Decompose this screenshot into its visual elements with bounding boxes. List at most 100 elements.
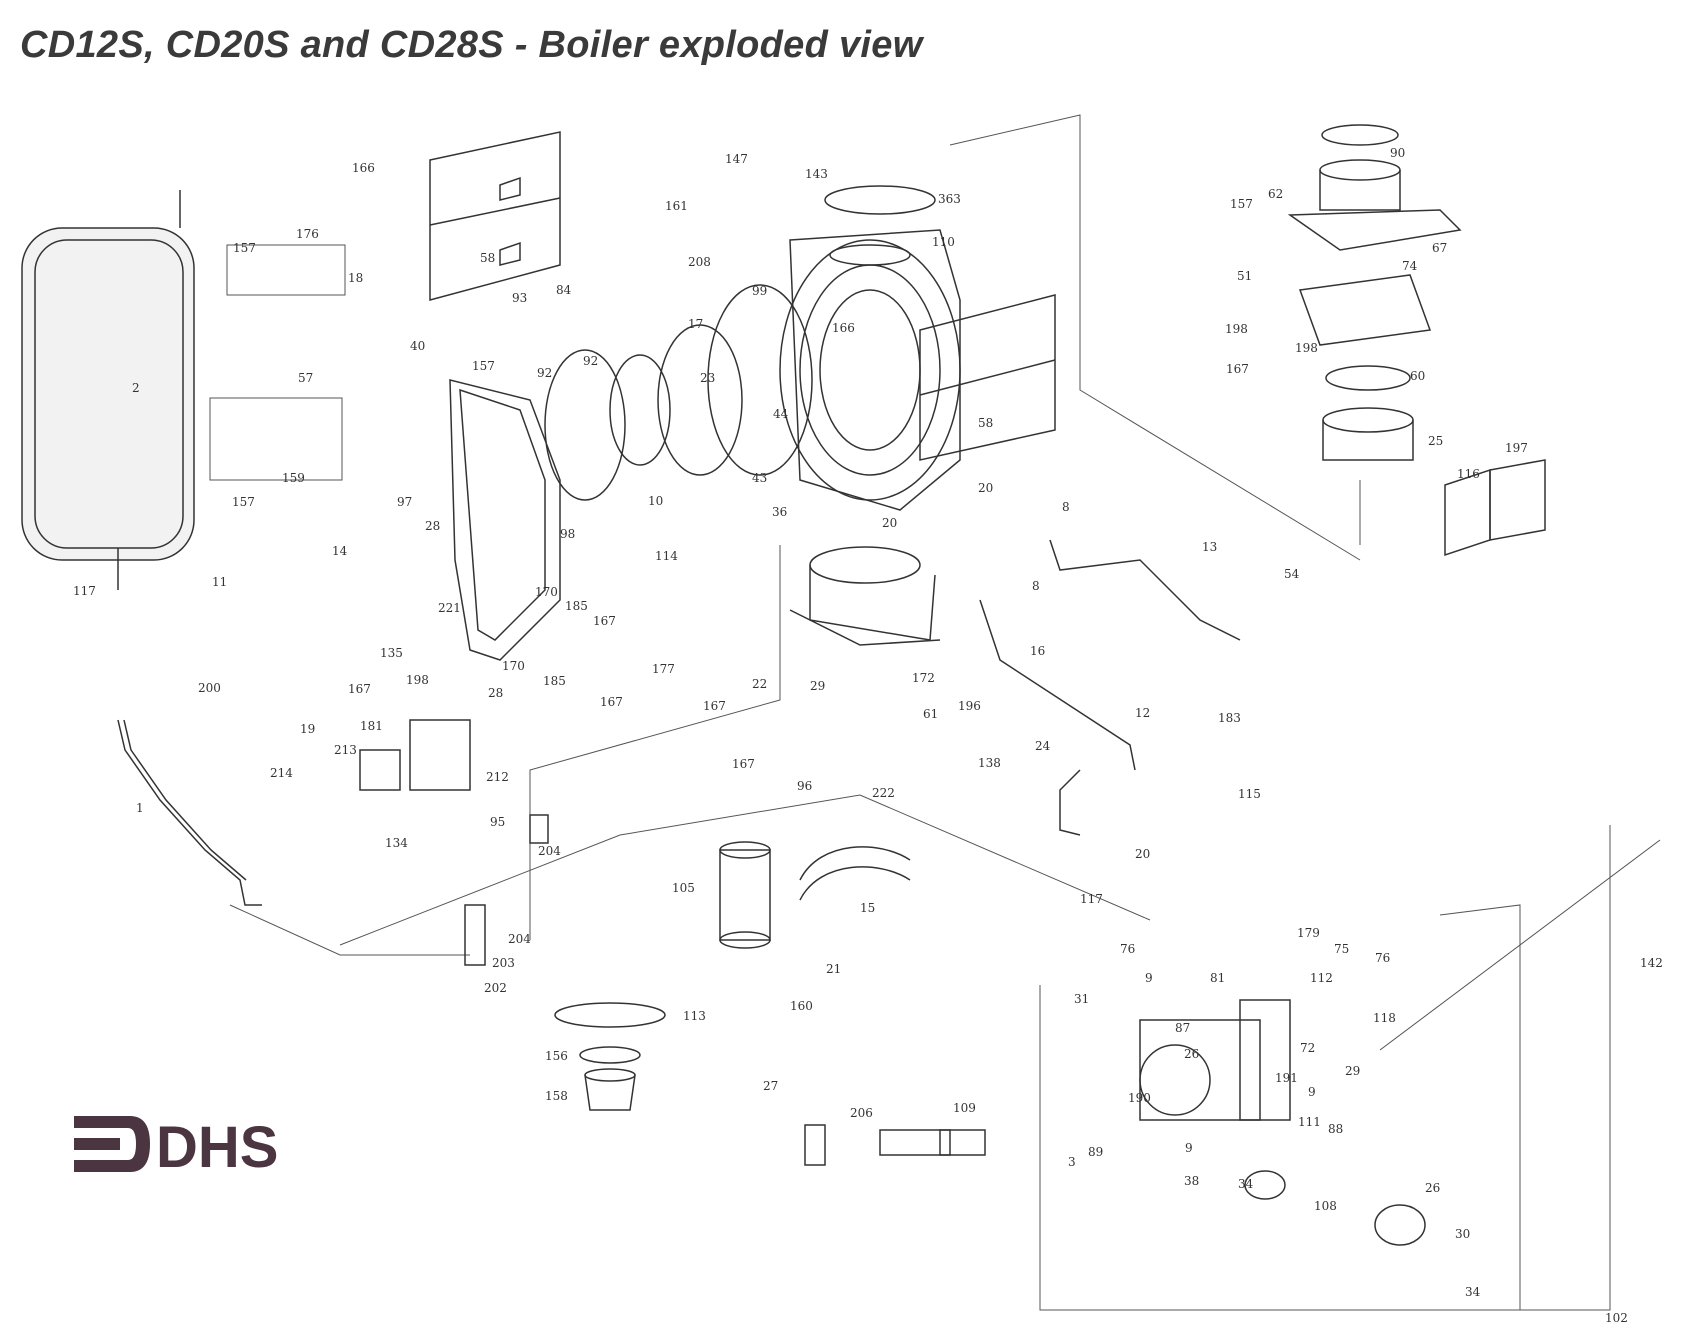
- part-callout: 36: [772, 505, 787, 519]
- part-callout: 198: [1295, 341, 1318, 355]
- part-callout: 81: [1210, 971, 1225, 985]
- part-callout: 25: [1428, 434, 1443, 448]
- part-callout: 147: [725, 152, 748, 166]
- part-callout: 26: [1425, 1181, 1440, 1195]
- part-callout: 200: [198, 681, 221, 695]
- part-callout: 92: [583, 354, 598, 368]
- part-callout: 20: [978, 481, 993, 495]
- expansion-vessel: [21, 190, 195, 590]
- part-callout: 158: [545, 1089, 568, 1103]
- part-callout: 75: [1334, 942, 1349, 956]
- part-callout: 19: [300, 722, 315, 736]
- part-callout: 17: [688, 317, 703, 331]
- part-callout: 179: [1297, 926, 1320, 940]
- part-callout: 9: [1308, 1085, 1316, 1099]
- part-callout: 185: [565, 599, 588, 613]
- part-callout: 138: [978, 756, 1001, 770]
- part-callout: 30: [1455, 1227, 1470, 1241]
- part-callout: 134: [385, 836, 408, 850]
- part-callout: 28: [425, 519, 440, 533]
- part-callout: 84: [556, 283, 572, 297]
- part-callout: 213: [334, 743, 357, 757]
- part-callout: 170: [535, 585, 558, 599]
- part-callout: 24: [1035, 739, 1051, 753]
- part-callout: 15: [860, 901, 875, 915]
- part-callout: 16: [1030, 644, 1045, 658]
- part-callout: 198: [1225, 322, 1248, 336]
- part-callout: 167: [1226, 362, 1249, 376]
- part-callout: 87: [1175, 1021, 1190, 1035]
- part-callout: 58: [978, 416, 993, 430]
- part-callout: 34: [1238, 1177, 1254, 1191]
- part-callout: 159: [282, 471, 305, 485]
- part-callout: 97: [397, 495, 412, 509]
- part-callout: 23: [700, 371, 715, 385]
- part-callout: 208: [688, 255, 711, 269]
- part-callout: 20: [882, 516, 897, 530]
- part-callout: 185: [543, 674, 566, 688]
- part-callout: 9: [1185, 1141, 1193, 1155]
- part-callout: 31: [1074, 992, 1089, 1006]
- part-callout: 76: [1120, 942, 1135, 956]
- part-callout: 167: [600, 695, 623, 709]
- part-callout: 181: [360, 719, 383, 733]
- part-callout: 89: [1088, 1145, 1103, 1159]
- part-callout: 161: [665, 199, 688, 213]
- part-callout: 11: [212, 575, 227, 589]
- part-callout: 160: [790, 999, 813, 1013]
- part-callout: 172: [912, 671, 935, 685]
- part-callout: 170: [502, 659, 525, 673]
- part-callout: 18: [348, 271, 363, 285]
- part-callout: 1: [136, 801, 144, 815]
- part-callout: 157: [232, 495, 255, 509]
- part-callout: 2: [132, 381, 140, 395]
- part-callout: 92: [537, 366, 552, 380]
- part-callout: 204: [538, 844, 561, 858]
- flue-adaptor: [1287, 124, 1462, 461]
- gasket-ring: [707, 284, 813, 476]
- part-callout: 72: [1300, 1041, 1315, 1055]
- part-callout: 157: [233, 241, 256, 255]
- part-callouts: 166 176 157 18 2 117 1 58 40 57 159 157 …: [73, 146, 1663, 1325]
- part-callout: 90: [1390, 146, 1405, 160]
- hydraulic-group: [1139, 999, 1426, 1246]
- part-callout: 196: [958, 699, 981, 713]
- part-callout: 102: [1605, 1311, 1628, 1325]
- side-panel-top: [429, 131, 561, 301]
- part-callout: 38: [1184, 1174, 1199, 1188]
- page-title: CD12S, CD20S and CD28S - Boiler exploded…: [20, 24, 923, 66]
- part-callout: 14: [332, 544, 348, 558]
- part-callout: 113: [683, 1009, 706, 1023]
- part-callout: 9: [1145, 971, 1153, 985]
- part-callout: 26: [1184, 1047, 1199, 1061]
- part-callout: 57: [298, 371, 313, 385]
- part-callout: 115: [1238, 787, 1261, 801]
- part-callout: 214: [270, 766, 293, 780]
- part-callout: 142: [1640, 956, 1663, 970]
- part-callout: 197: [1505, 441, 1528, 455]
- part-callout: 204: [508, 932, 531, 946]
- part-callout: 105: [672, 881, 695, 895]
- part-callout: 157: [472, 359, 495, 373]
- part-callout: 111: [1298, 1115, 1321, 1129]
- logo-text: DHS: [156, 1115, 278, 1180]
- part-callout: 22: [752, 677, 767, 691]
- part-callout: 112: [1310, 971, 1333, 985]
- part-callout: 8: [1032, 579, 1040, 593]
- part-callout: 156: [545, 1049, 568, 1063]
- part-callout: 58: [480, 251, 495, 265]
- part-callout: 177: [652, 662, 675, 676]
- part-callout: 191: [1275, 1071, 1298, 1085]
- part-callout: 40: [410, 339, 425, 353]
- part-callout: 67: [1432, 241, 1447, 255]
- dhs-logo: DHS: [70, 1110, 290, 1184]
- part-callout: 363: [938, 192, 961, 206]
- part-callout: 206: [850, 1106, 873, 1120]
- part-callout: 28: [488, 686, 503, 700]
- part-callout: 3: [1068, 1155, 1076, 1169]
- part-callout: 166: [832, 321, 855, 335]
- part-callout: 13: [1202, 540, 1217, 554]
- part-callout: 143: [805, 167, 828, 181]
- part-callout: 88: [1328, 1122, 1343, 1136]
